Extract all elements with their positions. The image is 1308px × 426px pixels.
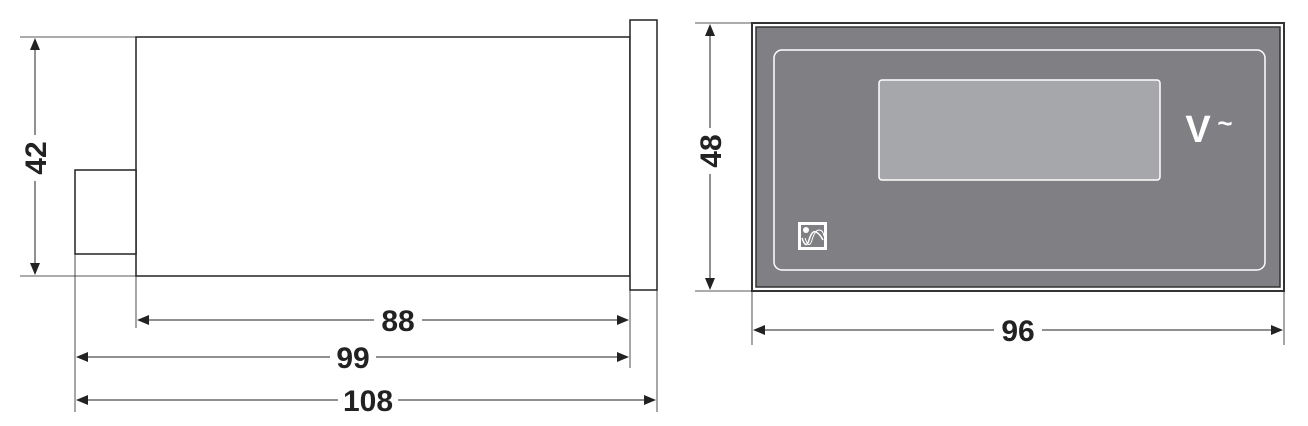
extension-lines — [20, 36, 658, 412]
dim-label-99: 99 — [336, 342, 369, 375]
dim-label-48: 48 — [695, 134, 728, 167]
front-view: V ~ — [695, 22, 1285, 345]
panel-outline — [773, 49, 1266, 271]
dim-label-88: 88 — [381, 305, 414, 338]
ac-symbol: ~ — [1217, 108, 1232, 138]
rear-connector — [74, 169, 137, 255]
dim-label-96: 96 — [1001, 315, 1034, 348]
front-bezel — [629, 19, 658, 291]
dim-label-42: 42 — [20, 141, 53, 174]
wave-logo-icon — [798, 222, 827, 250]
side-view — [20, 19, 658, 412]
dim-label-108: 108 — [343, 385, 393, 418]
display-window — [878, 79, 1161, 181]
housing-body — [135, 36, 631, 277]
unit-label: V — [1185, 109, 1211, 151]
